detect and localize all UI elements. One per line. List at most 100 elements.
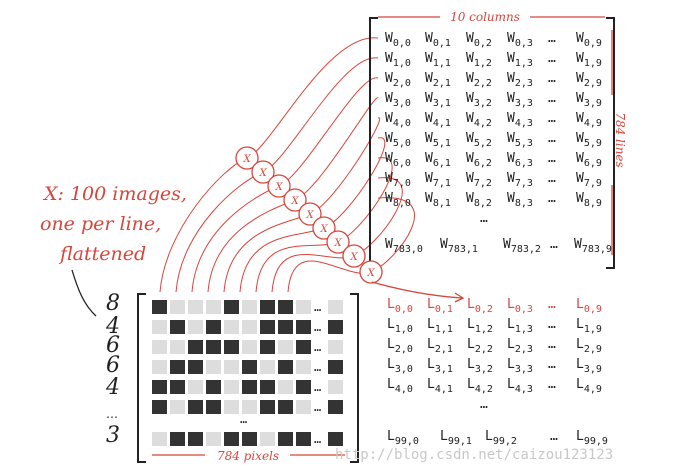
weight-cell: W783,0 xyxy=(385,237,423,255)
weight-cell: W4,3 xyxy=(507,111,533,129)
digit-label: … xyxy=(106,407,118,421)
pixel-cell xyxy=(152,400,167,414)
pixel-cell xyxy=(328,300,343,314)
multiply-symbol: X xyxy=(349,252,358,263)
weight-cell: W5,0 xyxy=(385,131,411,149)
pixel-cell xyxy=(206,340,221,354)
weight-cell: … xyxy=(548,191,556,206)
pixel-cell xyxy=(260,360,275,374)
pixel-cell xyxy=(260,340,275,354)
pixel-ellipsis: … xyxy=(314,360,321,374)
pixel-ellipsis: … xyxy=(314,400,321,414)
logit-cell: L4,9 xyxy=(576,377,602,395)
pixel-cell xyxy=(188,400,203,414)
weight-cell: … xyxy=(548,111,556,126)
weight-cell: W6,2 xyxy=(466,151,492,169)
logit-cell: … xyxy=(548,317,556,332)
weight-cell: W4,0 xyxy=(385,111,411,129)
pixel-cell xyxy=(328,320,343,334)
pixel-cell xyxy=(296,340,311,354)
logit-cell: L99,0 xyxy=(387,429,419,447)
weight-cell: W3,0 xyxy=(385,91,411,109)
weight-cell: W8,1 xyxy=(425,191,451,209)
weight-cell: W3,2 xyxy=(466,91,492,109)
pixel-cell xyxy=(278,432,293,446)
weight-cell: … xyxy=(548,131,556,146)
weight-cell: W783,9 xyxy=(574,237,612,255)
logit-cell: … xyxy=(548,337,556,352)
weight-cell: W6,1 xyxy=(425,151,451,169)
columns-label: 10 columns xyxy=(450,10,520,24)
pixel-cell xyxy=(170,432,185,446)
weight-cell: W2,0 xyxy=(385,71,411,89)
pixel-cell xyxy=(328,400,343,414)
pixel-cell xyxy=(296,320,311,334)
logit-cell: L3,1 xyxy=(427,357,453,375)
multiply-symbol: X xyxy=(366,268,375,279)
weight-cell: W1,0 xyxy=(385,51,411,69)
logit-cell: L0,9 xyxy=(576,297,602,315)
weight-cell: W0,9 xyxy=(576,31,602,49)
pixel-ellipsis: … xyxy=(314,300,321,314)
logit-cell: L4,3 xyxy=(507,377,533,395)
pixel-ellipsis: … xyxy=(314,320,321,334)
weight-cell: … xyxy=(548,51,556,66)
weight-cell: W5,1 xyxy=(425,131,451,149)
pixel-cell xyxy=(188,320,203,334)
weight-cell: W3,9 xyxy=(576,91,602,109)
pixel-cell xyxy=(242,300,257,314)
weight-cell: W6,9 xyxy=(576,151,602,169)
weight-cell: W8,3 xyxy=(507,191,533,209)
pixel-cell xyxy=(188,432,203,446)
weight-cell: W2,3 xyxy=(507,71,533,89)
weight-cell: … xyxy=(548,31,556,46)
multiply-symbol: X xyxy=(290,196,299,207)
result-arrow-head xyxy=(454,292,465,303)
pixel-cell xyxy=(152,340,167,354)
pixel-cell xyxy=(260,432,275,446)
pixel-cell xyxy=(260,300,275,314)
weight-cell: W8,0 xyxy=(385,191,411,209)
logit-cell: L4,1 xyxy=(427,377,453,395)
logit-cell: L1,1 xyxy=(427,317,453,335)
logit-cell: … xyxy=(548,377,556,392)
weight-cell: W2,2 xyxy=(466,71,492,89)
multiply-symbol: X xyxy=(242,154,251,165)
pixel-cell xyxy=(206,300,221,314)
weight-cell: W1,3 xyxy=(507,51,533,69)
weight-cell: W0,1 xyxy=(425,31,451,49)
pixel-cell xyxy=(170,340,185,354)
pixel-cell xyxy=(260,380,275,394)
weight-cell: W783,1 xyxy=(440,237,478,255)
digit-label: 8 xyxy=(106,291,120,316)
weight-cell: … xyxy=(548,71,556,86)
multiply-circle xyxy=(312,216,336,240)
weight-cell: … xyxy=(548,171,556,186)
pixel-ellipsis: … xyxy=(314,432,321,446)
pixel-cell xyxy=(242,320,257,334)
pixel-cell xyxy=(224,432,239,446)
multiply-circle xyxy=(342,244,366,268)
logit-cell: L1,9 xyxy=(576,317,602,335)
logit-cell: L0,2 xyxy=(467,297,493,315)
lines-label: 784 lines xyxy=(613,112,627,167)
logit-cell: L3,3 xyxy=(507,357,533,375)
logit-cell: L2,3 xyxy=(507,337,533,355)
digit-label: 6 xyxy=(106,333,120,358)
weight-cell: W7,1 xyxy=(425,171,451,189)
logit-cell: L1,3 xyxy=(507,317,533,335)
pixel-cell xyxy=(242,400,257,414)
logit-cell: L99,1 xyxy=(440,429,472,447)
weight-cell: W0,3 xyxy=(507,31,533,49)
digit-label: 4 xyxy=(105,314,120,339)
multiply-circle xyxy=(326,230,350,254)
weight-cell: W0,0 xyxy=(385,31,411,49)
pixel-cell xyxy=(206,360,221,374)
multiply-circle xyxy=(283,188,307,212)
weight-cell: W4,9 xyxy=(576,111,602,129)
weight-cell: … xyxy=(548,91,556,106)
pixel-cell xyxy=(242,380,257,394)
